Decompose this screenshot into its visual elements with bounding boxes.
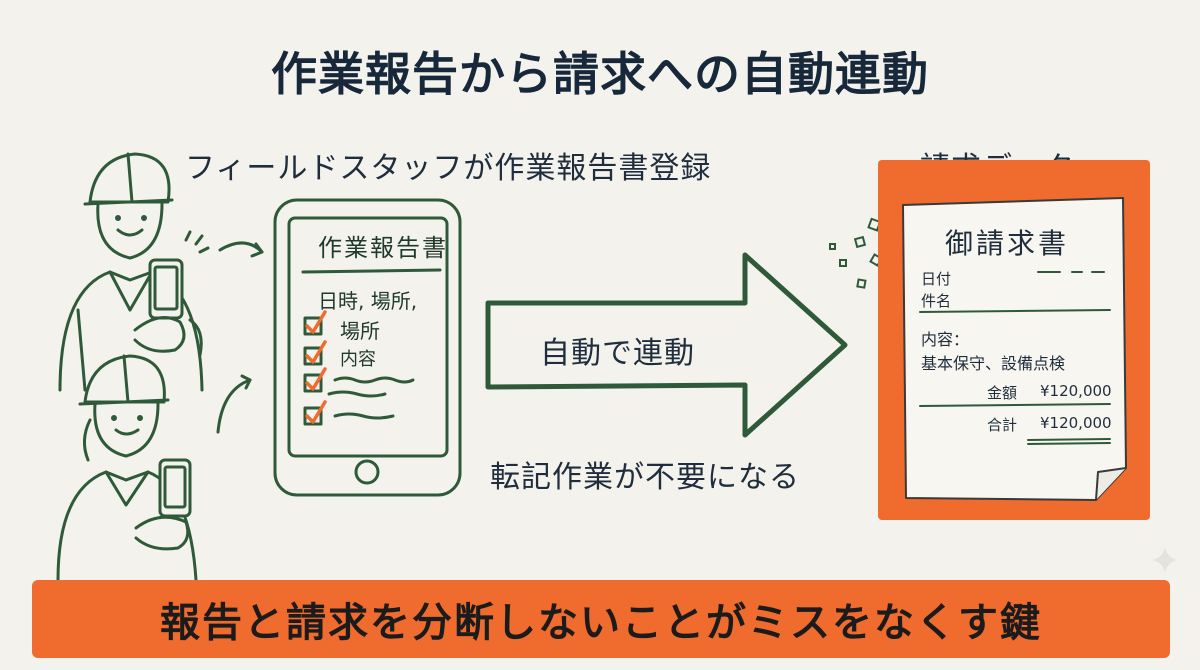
- report-checklist-place: 場所: [340, 319, 380, 343]
- worker-male-icon: [58, 152, 204, 392]
- invoice-document-icon: [902, 197, 1127, 501]
- invoice-total-label: 合計: [987, 416, 1018, 434]
- curved-arrow-icon: [216, 378, 252, 434]
- no-transcription-caption: 転記作業が不要になる: [490, 460, 800, 495]
- checkmark-icon: [305, 400, 327, 424]
- report-checklist-content: 内容: [340, 349, 376, 370]
- field-staff-illustration: [56, 152, 264, 580]
- field-staff-caption: フィールドスタッフが作業報告書登録: [185, 151, 712, 186]
- checkmark-icon: [305, 310, 327, 334]
- report-field-datetime-place: 日時, 場所,: [318, 289, 418, 313]
- invoice-content-value: 基本保守、設備点検: [921, 354, 1066, 373]
- invoice-amount-value: ¥120,000: [1040, 382, 1112, 400]
- worker-female-icon: [56, 354, 198, 580]
- auto-link-label: 自動で連動: [540, 336, 695, 371]
- smartphone-report-icon: [273, 198, 462, 497]
- report-form-title: 作業報告書: [318, 234, 448, 262]
- sparkle-icon: [1152, 547, 1178, 573]
- checkmark-icon: [305, 367, 327, 391]
- key-message-banner: [32, 580, 1170, 658]
- invoice-date-label: 日付: [921, 270, 952, 288]
- key-message-text: 報告と請求を分断しないことがミスをなくす鍵: [160, 600, 1042, 646]
- invoice-content-label: 内容：: [921, 330, 970, 349]
- invoice-amount-label: 金額: [987, 384, 1018, 402]
- right-arrow-icon: [485, 252, 848, 438]
- invoice-title: 御請求書: [945, 227, 1070, 260]
- invoice-total-value: ¥120,000: [1040, 414, 1112, 432]
- page-title: 作業報告から請求への自動連動: [271, 47, 929, 101]
- checkmark-icon: [305, 340, 327, 364]
- invoice-subject-label: 件名: [921, 292, 952, 310]
